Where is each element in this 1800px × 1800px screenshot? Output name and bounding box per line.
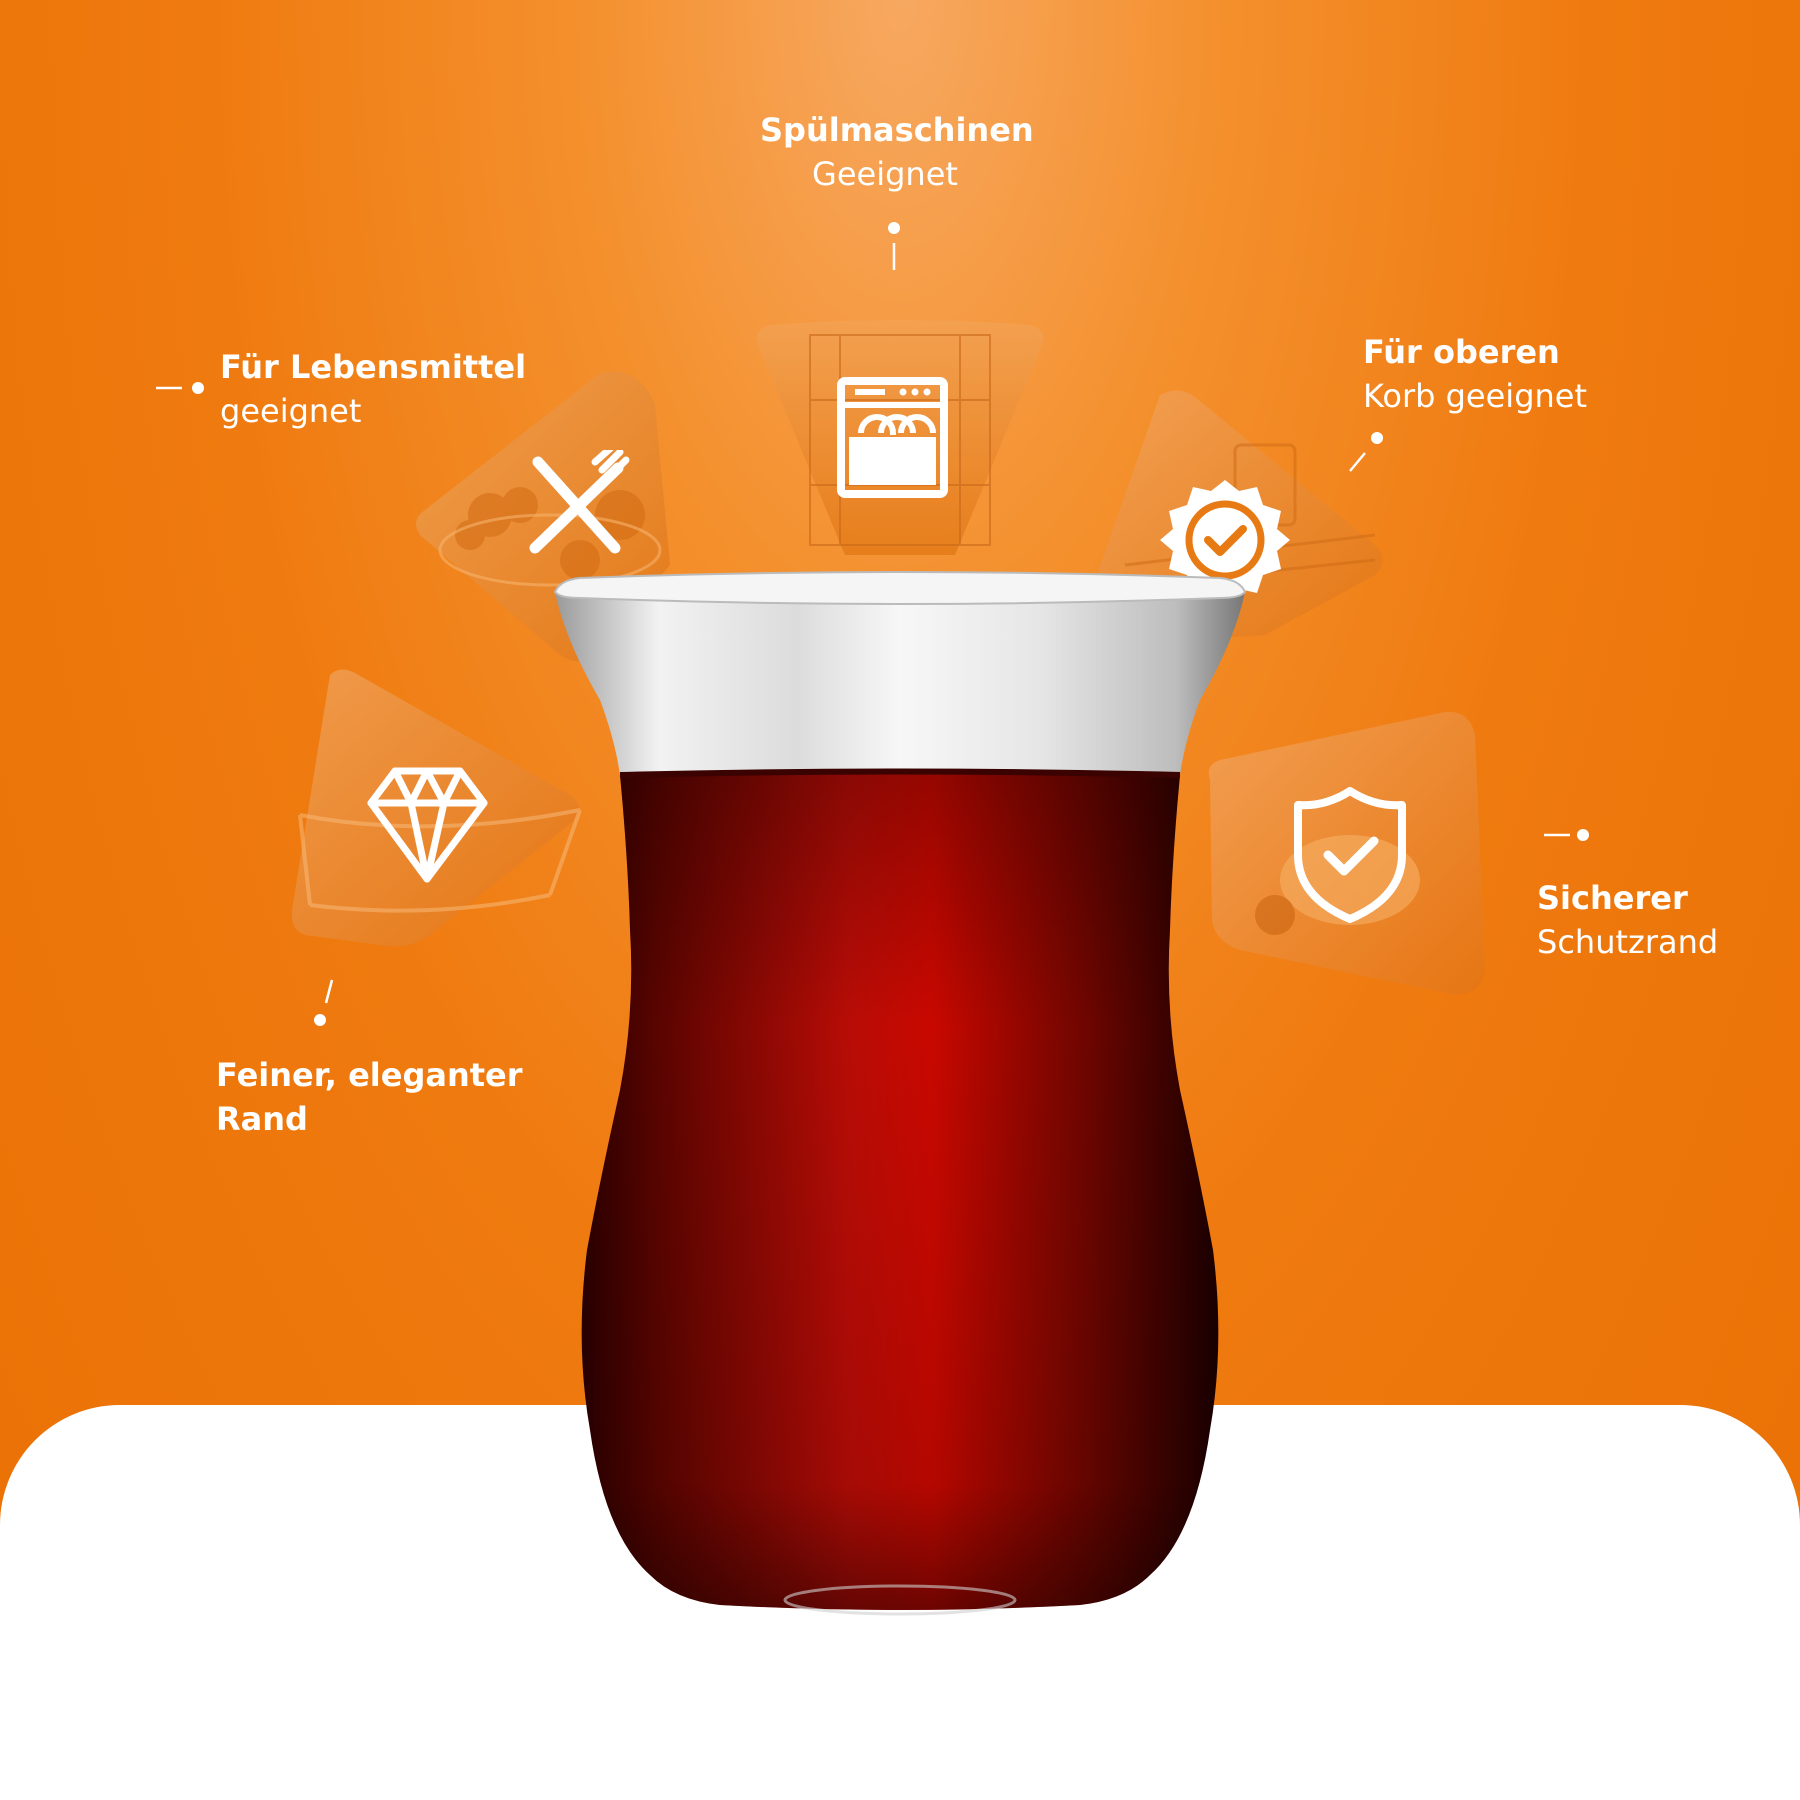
feature-rim: Feiner, eleganter Rand [216,1053,523,1141]
feature-food-line2: geeignet [220,392,362,430]
feature-top-rack-line1: Für oberen [1363,333,1560,371]
feature-safe-line1: Sicherer [1537,879,1688,917]
feature-dishwasher: Spülmaschinen Geeignet [760,108,1034,196]
feature-food: Für Lebensmittel geeignet [220,345,526,433]
dishwasher-icon [837,377,948,498]
cutlery-icon [529,450,630,554]
feature-food-line1: Für Lebensmittel [220,348,527,386]
connector-top-rack [1349,432,1383,472]
shield-check-icon [1294,787,1406,923]
connector-food [156,382,204,394]
connector-safe [1544,829,1589,841]
connector-rim [314,979,334,1026]
badge-check-icon [1160,480,1290,600]
feature-rim-line1: Feiner, eleganter [216,1056,523,1094]
feature-top-rack: Für oberen Korb geeignet [1363,330,1587,418]
feature-safe: Sicherer Schutzrand [1537,876,1718,964]
diamond-icon [367,767,488,883]
feature-rim-line2: Rand [216,1100,308,1138]
feature-dishwasher-line2: Geeignet [812,155,958,193]
panel-safe [1208,711,1485,995]
feature-top-rack-line2: Korb geeignet [1363,377,1588,415]
feature-safe-line2: Schutzrand [1537,923,1719,961]
feature-dishwasher-line1: Spülmaschinen [760,111,1034,149]
connector-dishwasher [888,222,900,270]
panel-rim [291,669,582,947]
